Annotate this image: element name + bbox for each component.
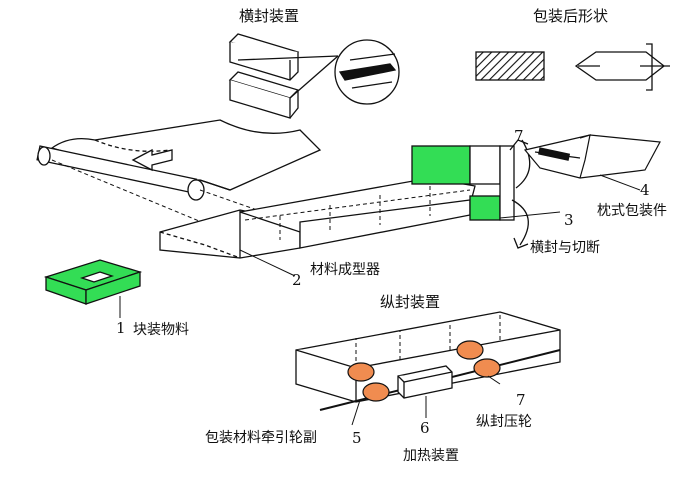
callout-5: 5 [352, 429, 362, 447]
film-sheet [50, 119, 322, 191]
upper-seal-jaw [411, 145, 471, 185]
callout-3: 3 [564, 211, 574, 229]
block-material-drawing [43, 259, 143, 305]
callout-2: 2 [292, 271, 302, 289]
lower-seal-jaw [469, 195, 501, 221]
transverse-seal-device-label: 横封装置 [239, 7, 300, 25]
post-pack-shape-label: 包装后形状 [533, 7, 609, 25]
block-material-label: 块装物料 [133, 322, 189, 338]
press-wheels-7 [456, 340, 501, 378]
pillow-package-label: 枕式包装件 [597, 203, 667, 219]
film-roll [36, 145, 205, 201]
callout-7: 7 [516, 391, 526, 409]
longitudinal-seal-device-label: 纵封装置 [380, 293, 441, 311]
press-wheel-label: 纵封压轮 [476, 414, 532, 430]
transverse-seal-detail-magnifier [289, 39, 400, 105]
callout-7-top: 7 [514, 127, 524, 145]
leader-lines [119, 174, 641, 426]
transverse-seal-device-drawing [228, 33, 339, 119]
callout-6: 6 [420, 419, 430, 437]
jaw-motion-arrows [509, 139, 531, 249]
callout-1: 1 [116, 319, 126, 337]
heating-device-label: 加热装置 [403, 448, 459, 464]
cross-seal-cut-label: 横封与切断 [530, 240, 600, 256]
cross-seal-jaws [411, 145, 515, 221]
roller-pair-5 [347, 362, 390, 402]
pillow-package [523, 134, 661, 179]
heating-device-drawing [397, 365, 453, 399]
pack-cross-section [475, 51, 545, 81]
film-direction-arrow [131, 148, 173, 172]
callout-4: 4 [640, 181, 650, 199]
material-former-label: 材料成型器 [310, 262, 380, 278]
post-pack-shape-drawing [475, 43, 670, 91]
film-pull-roller-label: 包装材料牵引轮副 [205, 430, 317, 446]
